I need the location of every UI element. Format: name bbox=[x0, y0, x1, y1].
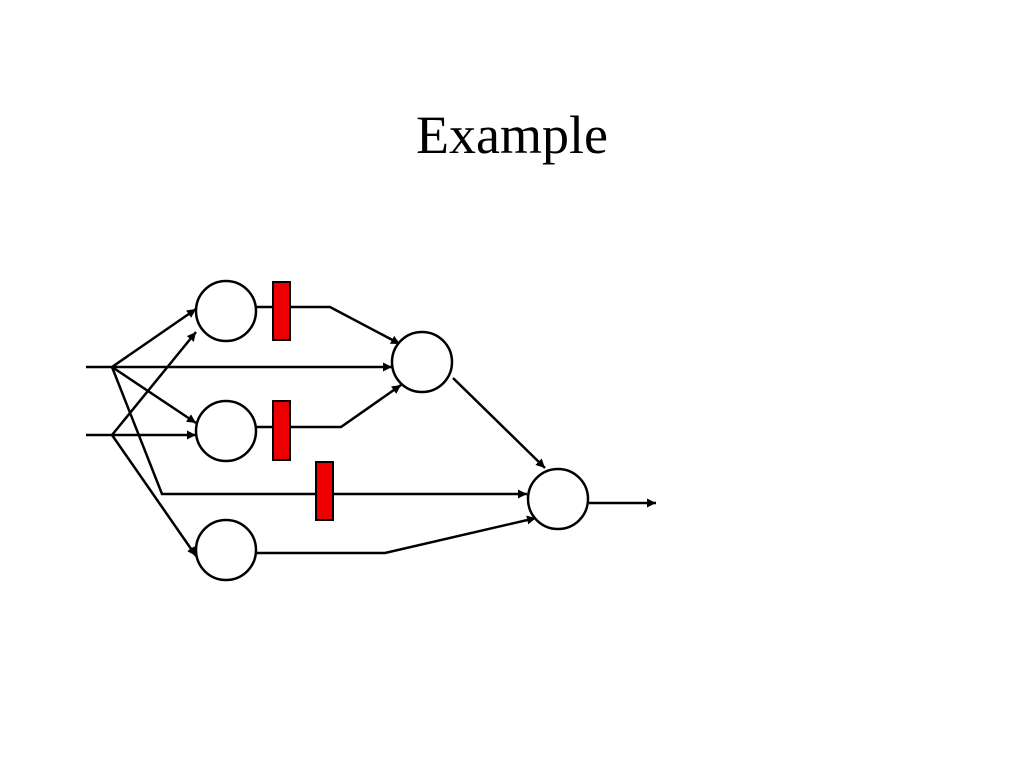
edge-in-bottom-to-n3 bbox=[110, 434, 198, 557]
delay-bar-in-to-n5 bbox=[315, 461, 334, 521]
edge-n4-to-n5 bbox=[452, 377, 546, 469]
node-n5 bbox=[526, 467, 590, 531]
edge-in-top-to-n2 bbox=[111, 365, 197, 425]
node-n3 bbox=[194, 518, 258, 582]
delay-bar-n2-to-n4 bbox=[272, 400, 291, 461]
edge-in-top-to-n1 bbox=[111, 307, 197, 369]
node-n4 bbox=[390, 330, 454, 394]
delay-bar-n1-to-n4 bbox=[272, 281, 291, 341]
node-n1 bbox=[194, 279, 258, 343]
edge-in-bottom-to-n1 bbox=[111, 331, 197, 436]
slide-title: Example bbox=[416, 105, 608, 165]
edge-in-top-to-n5 bbox=[110, 366, 527, 499]
edge-n3-to-n5 bbox=[256, 515, 537, 555]
node-n2 bbox=[194, 399, 258, 463]
